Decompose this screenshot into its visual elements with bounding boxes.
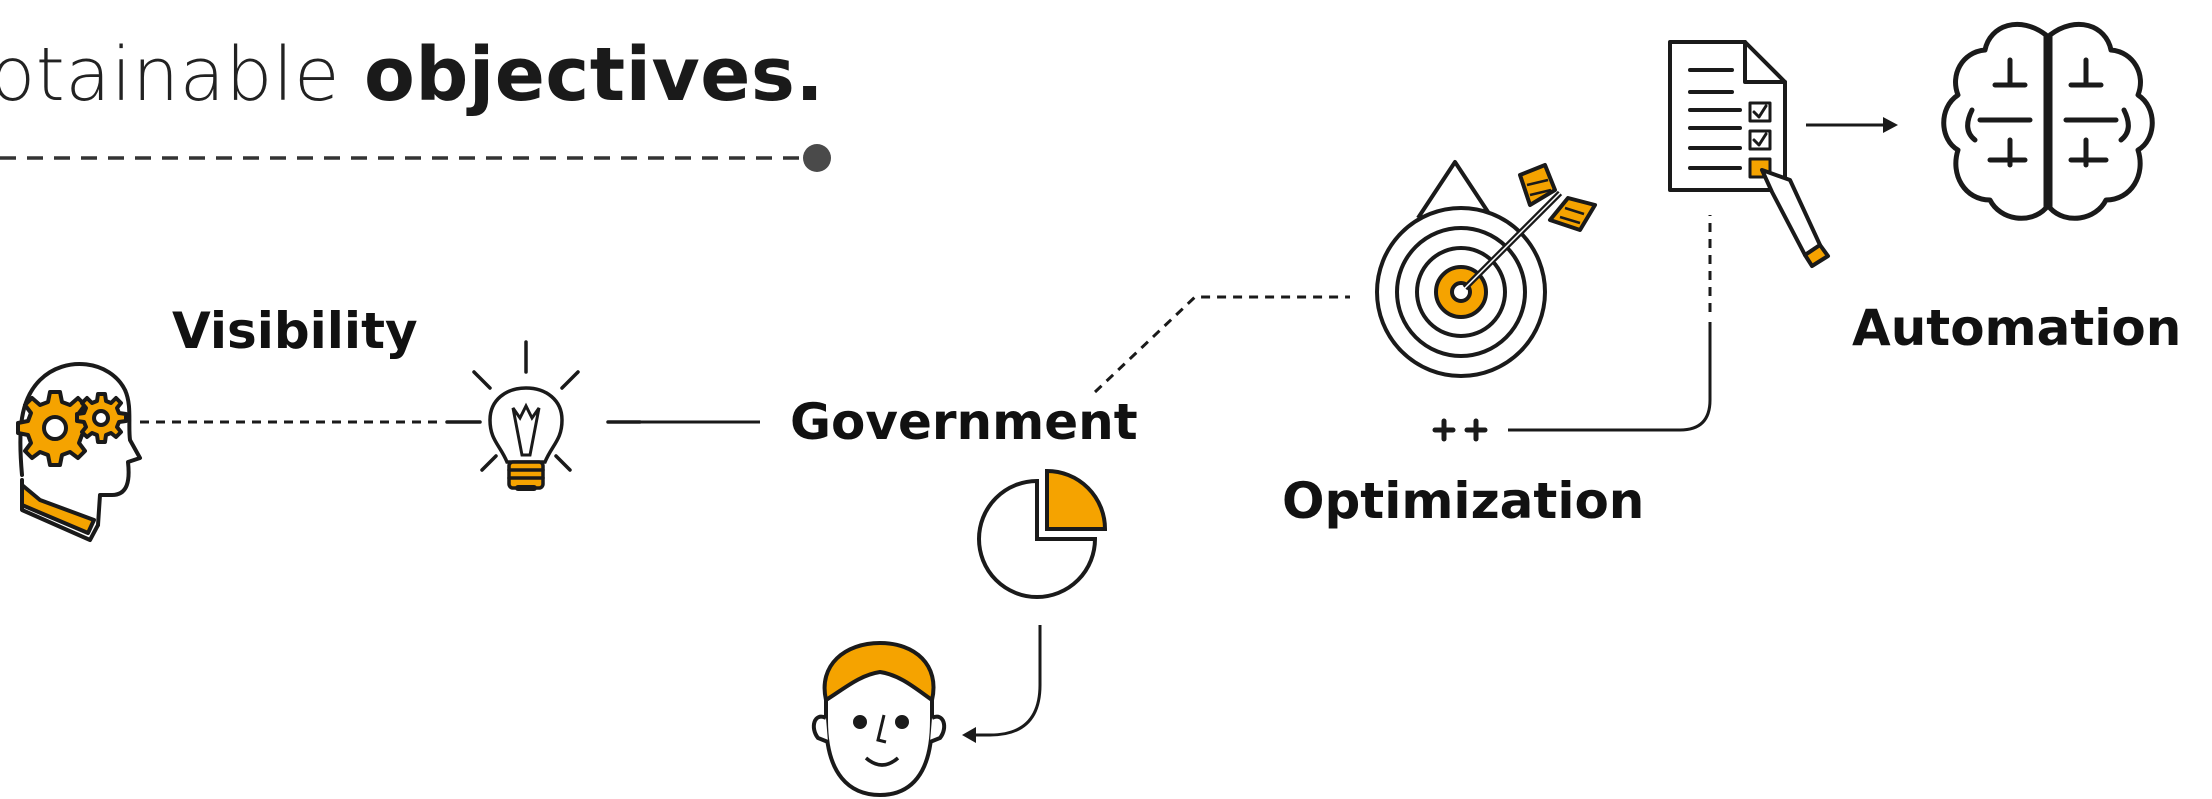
- lightbulb-icon: [445, 340, 642, 491]
- connector-government-to-target: [1093, 295, 1350, 394]
- connector-optimization-to-checklist: [1508, 322, 1712, 432]
- target-arrow-icon: [1375, 160, 1597, 378]
- headline-light-text: otainable: [0, 32, 365, 118]
- checklist-document-icon: [1668, 40, 1830, 268]
- label-automation: Automation: [1852, 299, 2182, 357]
- brain-icon: [1941, 21, 2155, 221]
- connector-brain-arrowhead: [1883, 117, 1898, 133]
- person-face-icon: [811, 640, 947, 798]
- pie-chart-icon: [977, 468, 1108, 599]
- plus-marks: [1432, 418, 1488, 442]
- label-visibility: Visibility: [172, 302, 418, 360]
- head-with-gears-icon: [16, 362, 142, 542]
- label-government: Government: [790, 393, 1138, 451]
- header-dashed-rule: [0, 144, 831, 172]
- headline-bold-text: objectives.: [364, 32, 825, 118]
- connector-arrowhead: [962, 727, 976, 743]
- label-optimization: Optimization: [1282, 472, 1645, 530]
- headline: otainable objectives.: [0, 20, 824, 130]
- connector-pie-to-face: [970, 625, 1042, 737]
- plus-marks-text: ++: [1432, 408, 1433, 409]
